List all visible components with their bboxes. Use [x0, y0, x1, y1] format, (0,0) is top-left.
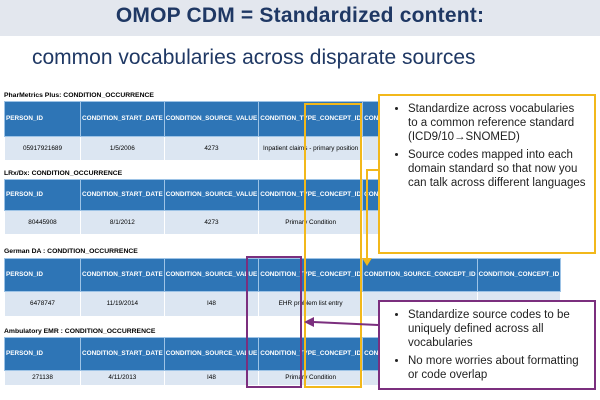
header-condition-source-value: CONDITION_SOURCE_VALUE — [163, 179, 260, 211]
callout-bullet: No more worries about formatting or code… — [408, 354, 586, 382]
callout-vocabularies: Standardize across vocabularies to a com… — [378, 94, 596, 254]
header-condition-source-value: CONDITION_SOURCE_VALUE — [163, 337, 260, 371]
title-bar — [0, 0, 600, 36]
purple-connector-line — [312, 321, 379, 326]
cell-start-date: 11/19/2014 — [80, 291, 165, 317]
callout-bullet: Standardize source codes to be uniquely … — [408, 308, 586, 350]
cell-source-value: 4273 — [163, 210, 260, 235]
cell-person-id: 6478747 — [4, 291, 81, 317]
cell-type-concept: EHR problem list entry — [258, 291, 364, 317]
cell-type-concept: Primary Condition — [258, 370, 364, 386]
cell-start-date: 1/5/2006 — [80, 136, 165, 161]
cell-source-value: I48 — [163, 291, 260, 317]
table-german-da: PERSON_ID CONDITION_START_DATE CONDITION… — [4, 258, 562, 317]
slide-title: OMOP CDM = Standardized content: — [115, 4, 485, 27]
header-condition-type-concept-id: CONDITION_TYPE_CONCEPT_ID — [258, 337, 364, 371]
header-person-id: PERSON_ID — [4, 101, 81, 137]
callout-source-codes: Standardize source codes to be uniquely … — [378, 300, 596, 390]
header-condition-start-date: CONDITION_START_DATE — [80, 179, 165, 211]
cell-source-value: I48 — [163, 370, 260, 386]
header-person-id: PERSON_ID — [4, 337, 81, 371]
cell-source-value: 4273 — [163, 136, 260, 161]
header-condition-type-concept-id: CONDITION_TYPE_CONCEPT_ID — [258, 179, 364, 211]
header-condition-concept-id: CONDITION_CONCEPT_ID — [476, 258, 562, 292]
header-condition-source-value: CONDITION_SOURCE_VALUE — [163, 258, 260, 292]
callout-bullet: Standardize across vocabularies to a com… — [408, 102, 586, 144]
slide-subtitle: common vocabularies across disparate sou… — [32, 46, 476, 69]
header-person-id: PERSON_ID — [4, 258, 81, 292]
callout-bullet: Source codes mapped into each domain sta… — [408, 148, 586, 190]
purple-arrow-head — [304, 317, 314, 327]
header-condition-start-date: CONDITION_START_DATE — [80, 258, 165, 292]
table-label-lrx: LRx/Dx: CONDITION_OCCURRENCE — [4, 170, 123, 177]
header-condition-start-date: CONDITION_START_DATE — [80, 337, 165, 371]
table-label-ambulatory-emr: Ambulatory EMR : CONDITION_OCCURRENCE — [4, 328, 156, 335]
header-condition-type-concept-id: CONDITION_TYPE_CONCEPT_ID — [258, 258, 364, 292]
cell-person-id: 271138 — [4, 370, 81, 386]
header-condition-start-date: CONDITION_START_DATE — [80, 101, 165, 137]
cell-person-id: 05917921689 — [4, 136, 81, 161]
cell-start-date: 4/11/2013 — [80, 370, 165, 386]
header-condition-type-concept-id: CONDITION_TYPE_CONCEPT_ID — [258, 101, 364, 137]
header-condition-source-value: CONDITION_SOURCE_VALUE — [163, 101, 260, 137]
header-person-id: PERSON_ID — [4, 179, 81, 211]
cell-type-concept: Inpatient claims - primary position — [258, 136, 364, 161]
table-label-pharmetrics: PharMetrics Plus: CONDITION_OCCURRENCE — [4, 92, 154, 99]
header-condition-source-concept-id: CONDITION_SOURCE_CONCEPT_ID — [362, 258, 478, 292]
cell-type-concept: Primary Condition — [258, 210, 364, 235]
cell-start-date: 8/1/2012 — [80, 210, 165, 235]
cell-person-id: 80445908 — [4, 210, 81, 235]
table-label-german-da: German DA : CONDITION_OCCURRENCE — [4, 248, 138, 255]
